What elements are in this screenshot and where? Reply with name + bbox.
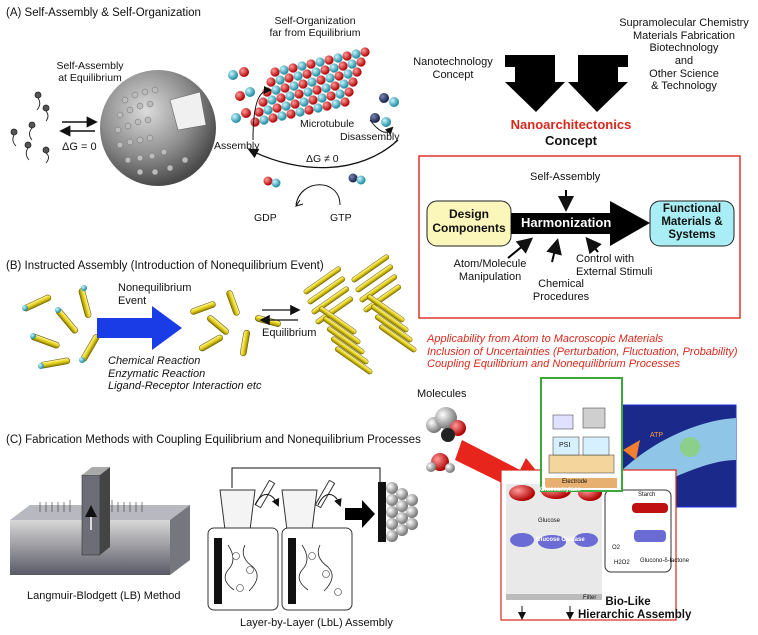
harmonization-frame xyxy=(418,155,741,319)
lb-illustration xyxy=(10,467,190,575)
o2-label: O2 xyxy=(612,545,621,551)
rod-stack xyxy=(303,254,417,375)
starch-label: Starch xyxy=(638,492,656,498)
concept-arrows xyxy=(505,55,628,112)
gluconolactone-label: Glucono-δ-lactone xyxy=(640,558,690,564)
atp-label: ATP xyxy=(650,432,664,439)
molecules-label: Molecules xyxy=(417,388,467,400)
gtp-label: GTP xyxy=(330,212,352,224)
electrode-label: Electrode xyxy=(562,479,588,485)
self-assembly-input: Self-Assembly xyxy=(530,171,601,183)
noneq-blue-arrow xyxy=(97,306,182,350)
glucose-label: Glucose xyxy=(538,518,561,524)
section-c-heading: (C) Fabrication Methods with Coupling Eq… xyxy=(6,434,421,446)
microtubule-label: Microtubule xyxy=(300,118,355,130)
glucoamylase-label: Glucoamylase xyxy=(540,487,581,493)
lbl-assembly-label: Layer-by-Layer (LbL) Assembly xyxy=(240,617,393,629)
concept-title: Concept xyxy=(545,133,597,148)
assembly-label: Assembly xyxy=(214,140,260,152)
delta-g-nonzero: ΔG ≠ 0 xyxy=(306,153,339,165)
delta-g-zero: ΔG = 0 xyxy=(62,141,97,153)
lbl-illustration xyxy=(207,467,418,611)
section-b-heading: (B) Instructed Assembly (Introduction of… xyxy=(6,260,324,272)
nanoarch-title: Nanoarchitectonics xyxy=(510,117,632,132)
equilibrium-label: Equilibrium xyxy=(262,327,317,339)
section-a-heading: (A) Self-Assembly & Self-Organization xyxy=(6,7,201,19)
psi-label: PSI xyxy=(559,442,571,449)
microtubule-illustration xyxy=(228,47,399,207)
rod-endcaps xyxy=(22,285,87,369)
h2o2-label: H2O2 xyxy=(614,560,630,566)
self-assembly-illustration xyxy=(10,70,216,186)
gdp-label: GDP xyxy=(254,212,277,224)
glucose-oxidase-label: Glucose Oxidase xyxy=(536,537,585,543)
lb-method-label: Langmuir-Blodgett (LB) Method xyxy=(27,590,181,602)
bio-assembly-illustration xyxy=(500,377,737,621)
applicability-notes: Applicability from Atom to Macroscopic M… xyxy=(427,333,738,371)
disassembly-label: Disassembly xyxy=(340,131,400,143)
harmonization-label: Harmonization xyxy=(521,215,612,230)
filter-label: Filter xyxy=(583,595,597,601)
